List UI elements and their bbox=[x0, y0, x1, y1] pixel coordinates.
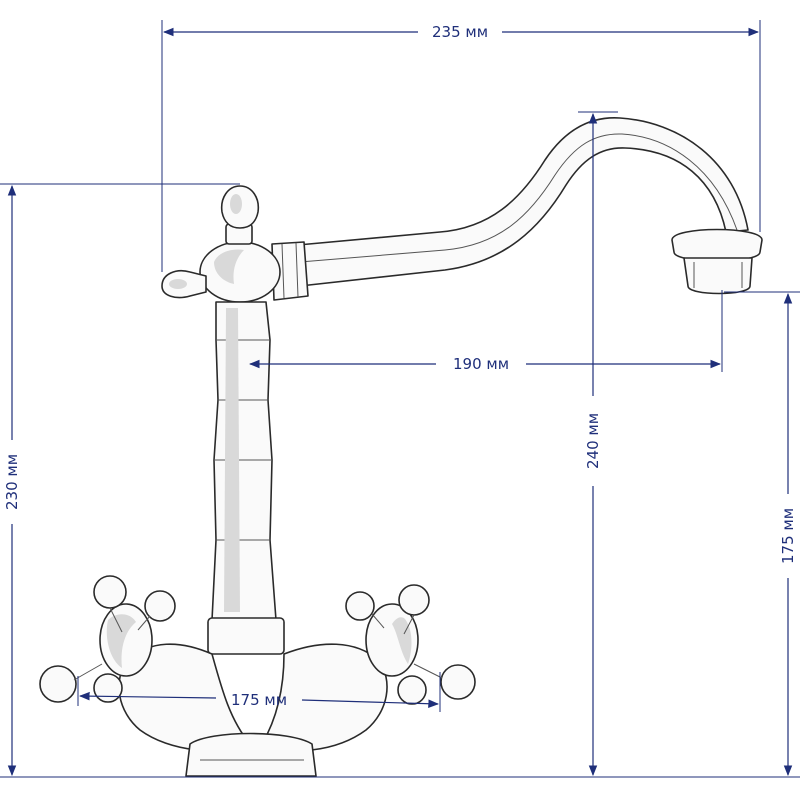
right-cross-knob-bottom bbox=[397, 675, 427, 705]
right-handle-body bbox=[261, 643, 388, 752]
left-cross-knob-bottom bbox=[93, 673, 123, 703]
left-cross-knob-top bbox=[93, 575, 127, 609]
outlet-height-label: 175 мм bbox=[779, 508, 797, 564]
total-height-label: 230 мм bbox=[3, 454, 21, 510]
dimension-annotations: 235 мм 190 мм 230 мм 240 мм 175 мм 175 м… bbox=[0, 20, 800, 778]
left-cross-knob-left bbox=[39, 665, 77, 703]
handle-span-label: 175 мм bbox=[231, 691, 287, 709]
faucet-base bbox=[185, 732, 317, 777]
faucet-illustration bbox=[39, 117, 763, 777]
spout-reach-label: 190 мм bbox=[453, 355, 509, 373]
right-cross-knob-right bbox=[440, 664, 476, 700]
spout-aerator bbox=[671, 228, 763, 262]
spout-pipe bbox=[297, 117, 749, 287]
right-cross-knob-top bbox=[398, 584, 430, 616]
left-cross-knob-right bbox=[144, 590, 176, 622]
spout-outlet bbox=[683, 257, 753, 295]
spout-height-label: 240 мм bbox=[584, 413, 602, 469]
overall-width-label: 235 мм bbox=[432, 23, 488, 41]
column-body bbox=[211, 301, 277, 621]
handle-span-dimension-line bbox=[78, 691, 217, 701]
right-cross-knob-left bbox=[345, 591, 375, 621]
